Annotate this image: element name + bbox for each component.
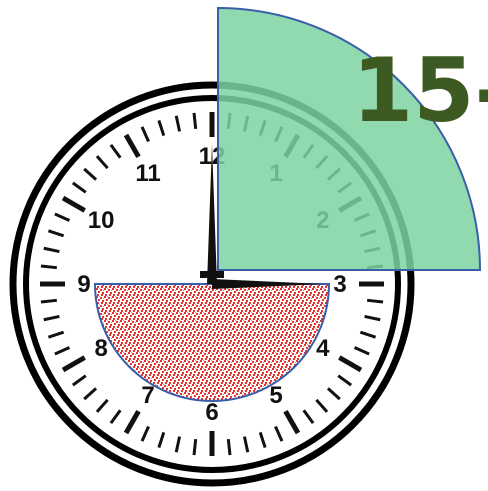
numeral-10: 10 xyxy=(88,207,115,234)
numeral-9: 9 xyxy=(77,271,90,298)
minor-tick xyxy=(41,300,57,302)
numeral-3: 3 xyxy=(333,271,346,298)
minor-tick xyxy=(228,439,230,455)
numeral-6: 6 xyxy=(205,399,218,426)
minor-tick xyxy=(194,439,196,455)
numeral-4: 4 xyxy=(316,335,330,362)
minor-tick xyxy=(194,113,196,129)
minor-tick xyxy=(41,266,57,268)
minor-tick xyxy=(367,300,383,302)
numeral-8: 8 xyxy=(94,335,107,362)
hand-hub xyxy=(200,271,224,278)
quarter-label: 15- xyxy=(352,39,488,142)
numeral-11: 11 xyxy=(135,160,160,187)
